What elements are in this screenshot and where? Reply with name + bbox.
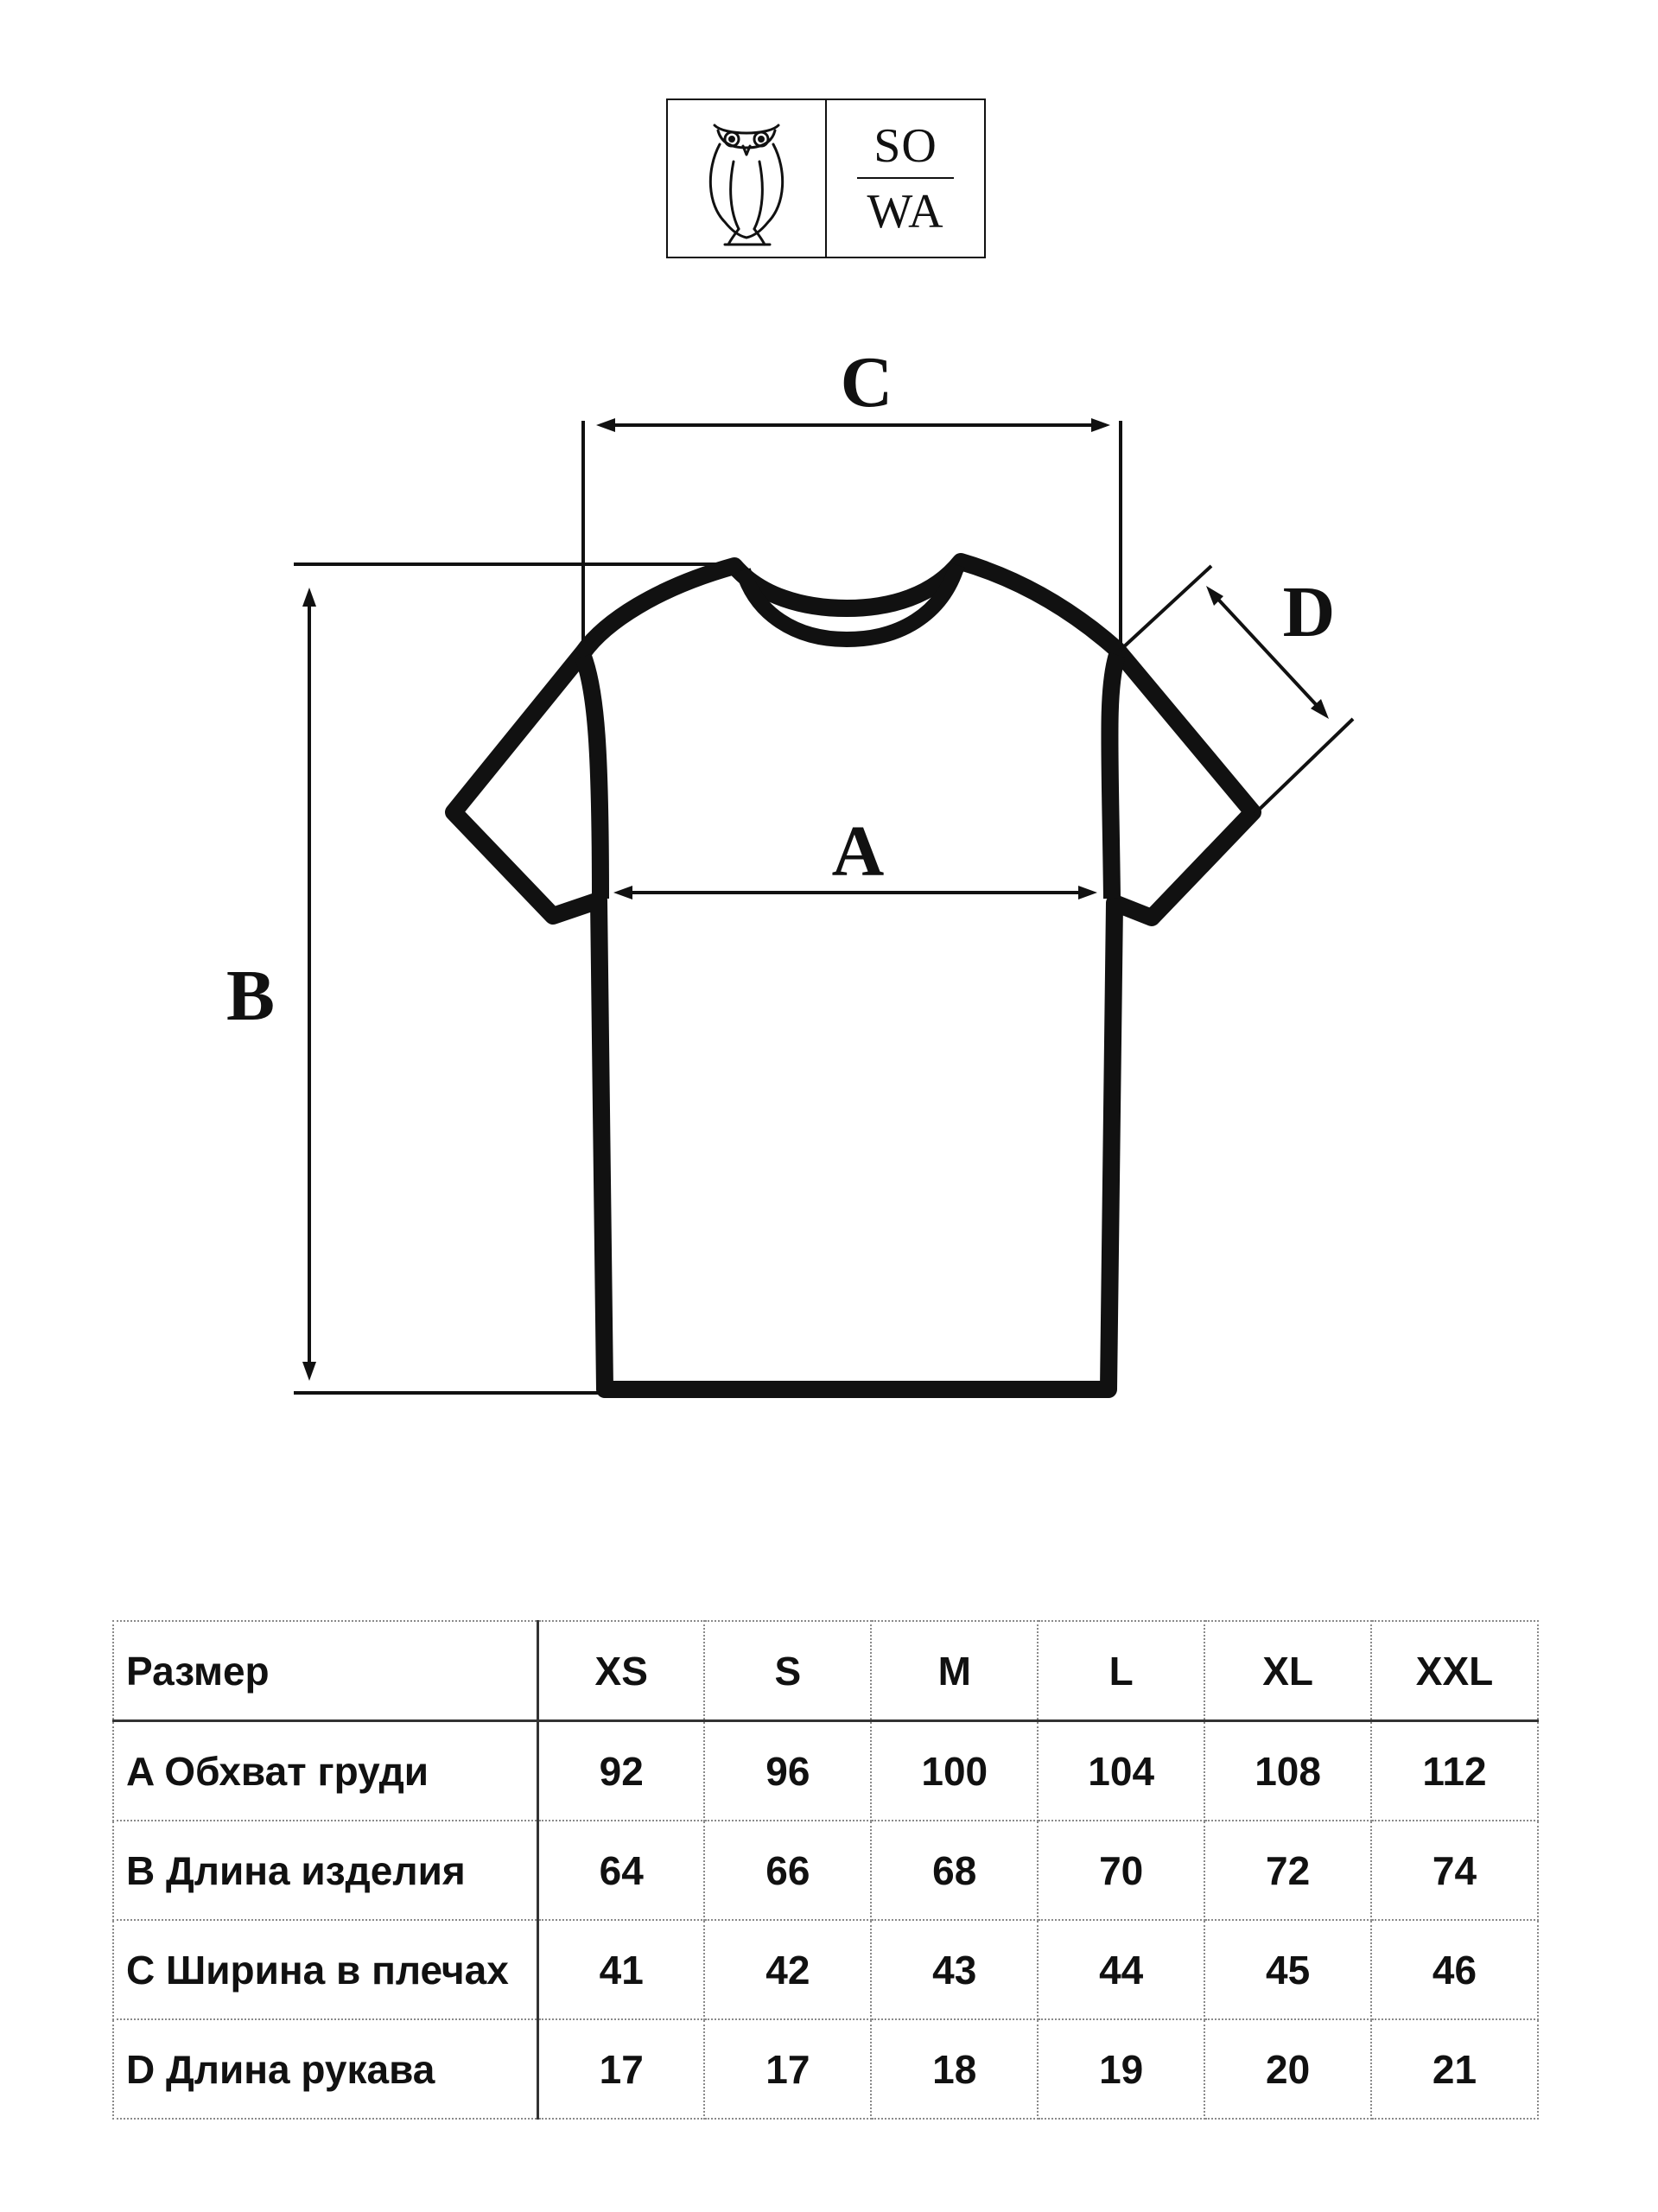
table-cell: 96 (703, 1719, 873, 1821)
table-cell: 68 (870, 1820, 1039, 1921)
row-label: B Длина изделия (112, 1820, 539, 1921)
header-size: M (870, 1620, 1039, 1722)
row-label: D Длина рукава (112, 2018, 539, 2120)
table-cell: 17 (703, 2018, 873, 2120)
size-table: Размер XS S M L XL XXL A Обхват груди 92… (112, 1620, 1539, 2120)
label-b: B (226, 956, 275, 1036)
logo-text-top: SO (873, 118, 937, 173)
measure-c (581, 418, 1122, 683)
table-cell: 17 (537, 2018, 706, 2120)
table-cell: 44 (1037, 1919, 1206, 2020)
logo-text-bottom: WA (867, 184, 944, 238)
table-cell: 112 (1370, 1719, 1539, 1821)
table-row: D Длина рукава 17 17 18 19 20 21 (112, 2018, 1539, 2120)
brand-logo: SO WA (666, 99, 986, 258)
header-size: XS (537, 1620, 706, 1722)
label-d: D (1283, 572, 1336, 652)
header-size: XXL (1370, 1620, 1539, 1722)
table-cell: 20 (1204, 2018, 1373, 2120)
table-cell: 46 (1370, 1919, 1539, 2020)
table-cell: 19 (1037, 2018, 1206, 2120)
table-row: B Длина изделия 64 66 68 70 72 74 (112, 1820, 1539, 1921)
table-row: A Обхват груди 92 96 100 104 108 112 (112, 1719, 1539, 1821)
table-cell: 92 (537, 1719, 706, 1821)
table-header-row: Размер XS S M L XL XXL (112, 1620, 1539, 1722)
logo-wordmark: SO WA (827, 100, 984, 257)
owl-icon (668, 100, 827, 257)
tshirt-outline (445, 553, 1261, 1398)
tshirt-side-seam-left (575, 653, 609, 899)
table-cell: 66 (703, 1820, 873, 1921)
measure-d (1119, 564, 1355, 816)
table-cell: 43 (870, 1919, 1039, 2020)
tshirt-collar (735, 563, 965, 648)
row-label: C Ширина в плечах (112, 1919, 539, 2020)
table-cell: 64 (537, 1820, 706, 1921)
table-cell: 45 (1204, 1919, 1373, 2020)
table-cell: 100 (870, 1719, 1039, 1821)
header-size: S (703, 1620, 873, 1722)
tshirt-measurement-diagram: C B A D (226, 342, 1355, 1398)
table-row: C Ширина в плечах 41 42 43 44 45 46 (112, 1919, 1539, 2020)
measure-b (294, 563, 734, 1395)
table-cell: 18 (870, 2018, 1039, 2120)
label-c: C (841, 342, 893, 423)
header-label: Размер (112, 1620, 539, 1722)
table-cell: 70 (1037, 1820, 1206, 1921)
tshirt-side-seam-right (1101, 652, 1126, 899)
logo-divider (857, 176, 954, 179)
table-cell: 42 (703, 1919, 873, 2020)
row-label: A Обхват груди (112, 1719, 539, 1821)
table-cell: 108 (1204, 1719, 1373, 1821)
table-cell: 104 (1037, 1719, 1206, 1821)
measure-a (613, 886, 1097, 899)
label-a: A (832, 811, 885, 892)
table-cell: 41 (537, 1919, 706, 2020)
table-cell: 72 (1204, 1820, 1373, 1921)
header-size: XL (1204, 1620, 1373, 1722)
header-size: L (1037, 1620, 1206, 1722)
table-cell: 74 (1370, 1820, 1539, 1921)
table-cell: 21 (1370, 2018, 1539, 2120)
